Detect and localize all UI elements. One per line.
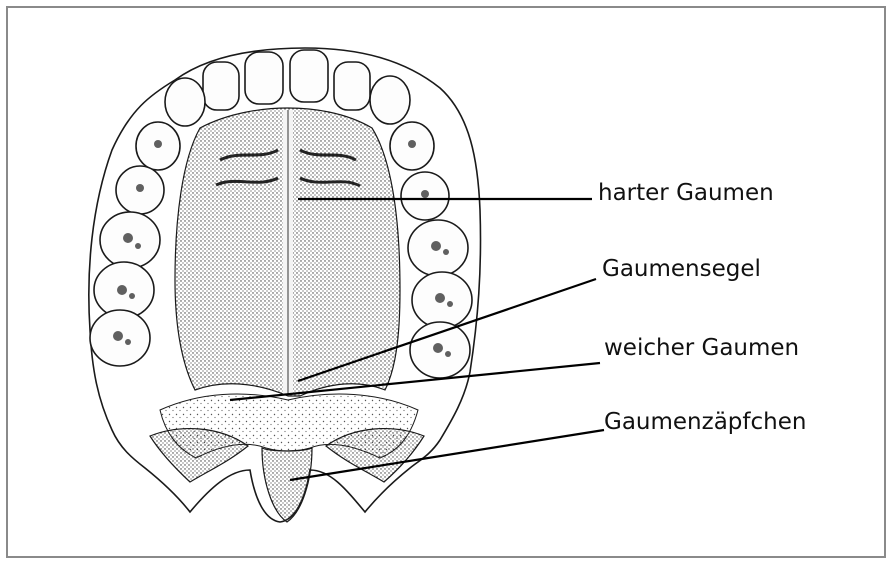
tooth-incisor-4 <box>334 62 370 110</box>
tooth-incisor-1 <box>245 52 283 104</box>
hard-palate <box>175 108 400 396</box>
label-weicher-gaumen: weicher Gaumen <box>604 335 799 361</box>
tooth-incisor-3 <box>203 62 239 110</box>
tooth-canine-left <box>165 78 205 126</box>
label-gaumenzaepfchen: Gaumenzäpfchen <box>604 409 806 435</box>
label-gaumensegel: Gaumensegel <box>602 256 761 282</box>
label-harter-gaumen: harter Gaumen <box>598 180 774 206</box>
tooth-incisor-2 <box>290 50 328 102</box>
tooth-canine-right <box>370 76 410 124</box>
